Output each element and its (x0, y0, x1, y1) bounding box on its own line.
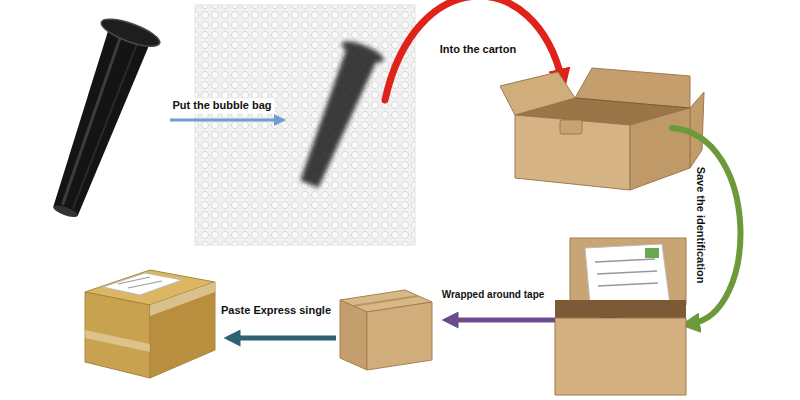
grip-highlight (73, 41, 138, 210)
paper-logo (645, 248, 659, 258)
box-with-papers (555, 238, 686, 395)
paper-line (598, 283, 658, 286)
carton-front (515, 115, 630, 190)
paper-line (595, 259, 655, 262)
bag-sheet (195, 5, 415, 245)
step-label: Into the carton (437, 42, 519, 57)
box-inside (555, 300, 686, 318)
teal-arrow (232, 336, 336, 341)
handle-grip (35, 14, 163, 226)
step-label: Save the identification (692, 164, 707, 287)
express-slip (103, 273, 182, 295)
closed-carton (340, 290, 432, 370)
carton-flap (500, 72, 575, 115)
paper-line (597, 271, 657, 274)
grip-end (52, 203, 79, 219)
box-front (555, 318, 686, 395)
grip-in-bag (288, 37, 386, 192)
carton-seam (353, 296, 418, 306)
grip-body (294, 46, 378, 190)
tape-strip (85, 330, 150, 352)
carton-tab (560, 120, 582, 134)
carton-side (630, 108, 690, 190)
carton-end (340, 300, 367, 370)
blue-arrow (170, 119, 280, 122)
bubble-bag (195, 5, 415, 245)
slip-line (118, 277, 150, 284)
grip-body (45, 25, 151, 219)
grip-highlight (60, 37, 124, 205)
tape-strip (150, 282, 215, 316)
step-label: Paste Express single (218, 303, 334, 318)
purple-arrow (450, 318, 555, 323)
shipped-box (85, 270, 215, 378)
box-front (85, 292, 150, 378)
step-label: Wrapped around tape (439, 288, 548, 302)
carton-side (367, 302, 432, 370)
slip-line (128, 281, 162, 288)
grip-flange (98, 14, 162, 52)
grip-flange (339, 37, 386, 66)
step-label: Put the bubble bag (170, 98, 275, 113)
box-side (150, 282, 215, 378)
